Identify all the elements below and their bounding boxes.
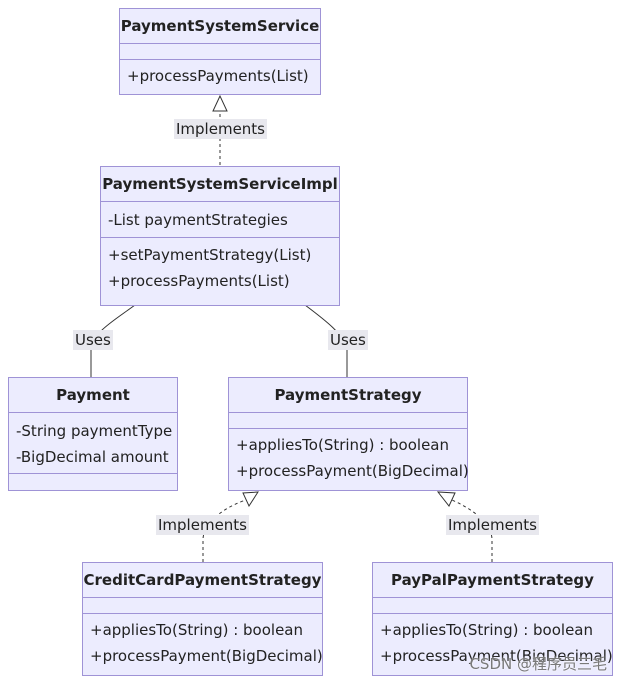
attribute-item: -String paymentType — [16, 422, 173, 440]
edge-label-implements: Implements — [174, 119, 267, 139]
attributes-section — [373, 597, 612, 613]
attributes-section — [120, 43, 320, 59]
methods-section: +processPayments(List) — [120, 59, 320, 89]
edge-paypal-to-strategy — [436, 491, 493, 562]
realization-arrowhead-icon — [212, 94, 228, 112]
method-item: +setPaymentStrategy(List) — [108, 246, 312, 264]
method-item: +processPayments(List) — [108, 272, 290, 290]
class-name: PaymentSystemService — [120, 17, 320, 35]
class-payment-system-service: PaymentSystemService +processPayments(Li… — [119, 8, 321, 95]
realization-arrowhead-icon — [436, 491, 456, 507]
attributes-section: -List paymentStrategies — [101, 201, 339, 237]
attributes-section — [83, 597, 322, 613]
methods-section: +appliesTo(String) : boolean +processPay… — [83, 613, 323, 669]
edge-label-uses: Uses — [328, 330, 368, 350]
class-payment: Payment -String paymentType -BigDecimal … — [8, 377, 178, 491]
edge-label-implements: Implements — [156, 515, 249, 535]
class-name: CreditCardPaymentStrategy — [83, 571, 322, 589]
class-name: PayPalPaymentStrategy — [391, 571, 594, 589]
edge-label-uses: Uses — [73, 330, 113, 350]
attributes-section — [229, 412, 467, 428]
method-item: +appliesTo(String) : boolean — [90, 621, 304, 639]
methods-section: +appliesTo(String) : boolean +processPay… — [229, 428, 469, 484]
attribute-item: -BigDecimal amount — [16, 448, 169, 466]
method-item: +appliesTo(String) : boolean — [380, 621, 594, 639]
method-item: +processPayment(BigDecimal) — [90, 647, 323, 665]
methods-section: +setPaymentStrategy(List) +processPaymen… — [101, 237, 339, 294]
watermark: CSDN @程序员三毛 — [469, 655, 607, 673]
class-payment-system-service-impl: PaymentSystemServiceImpl -List paymentSt… — [100, 166, 340, 306]
class-name: PaymentSystemServiceImpl — [102, 175, 338, 193]
method-item: +appliesTo(String) : boolean — [236, 436, 450, 454]
attributes-section: -String paymentType -BigDecimal amount — [9, 412, 177, 473]
class-name: Payment — [56, 386, 130, 404]
realization-arrowhead-icon — [242, 491, 259, 508]
method-item: +processPayment(BigDecimal) — [380, 647, 613, 665]
class-paypal-payment-strategy: PayPalPaymentStrategy +appliesTo(String)… — [372, 562, 613, 676]
methods-section: +appliesTo(String) : boolean +processPay… — [373, 613, 613, 669]
edge-label-implements: Implements — [446, 515, 539, 535]
method-item: +processPayments(List) — [127, 67, 309, 85]
attribute-item: -List paymentStrategies — [108, 211, 288, 229]
class-credit-card-payment-strategy: CreditCardPaymentStrategy +appliesTo(Str… — [82, 562, 323, 676]
class-payment-strategy: PaymentStrategy +appliesTo(String) : boo… — [228, 377, 469, 491]
class-name: PaymentStrategy — [274, 386, 422, 404]
method-item: +processPayment(BigDecimal) — [236, 462, 469, 480]
methods-section — [9, 473, 177, 487]
